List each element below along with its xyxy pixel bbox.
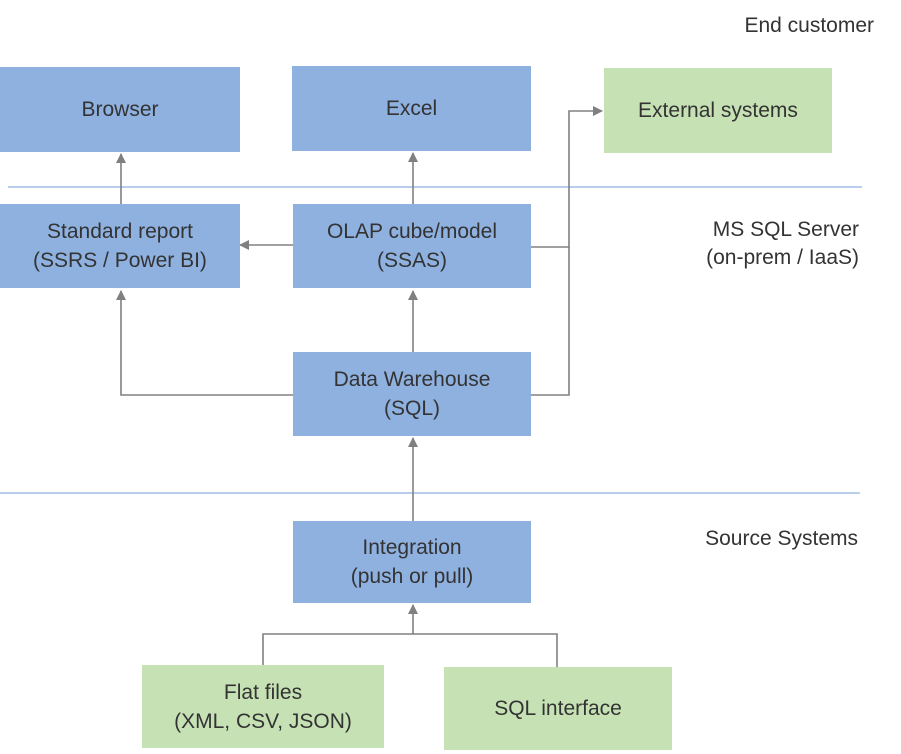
node-integration-line1: Integration <box>362 536 462 559</box>
node-excel: Excel <box>292 66 531 151</box>
label-end-customer: End customer <box>744 14 874 37</box>
node-integration: Integration (push or pull) <box>293 521 531 603</box>
node-external-systems-label: External systems <box>638 99 798 122</box>
label-ms-sql-server: MS SQL Server (on-prem / IaaS) <box>706 216 859 272</box>
node-browser: Browser <box>0 67 240 152</box>
line-sqlinterface-to-junction <box>413 633 558 667</box>
label-ms-sql-server-line1: MS SQL Server <box>712 218 859 241</box>
arrow-dw-to-report <box>116 290 293 396</box>
arrow-olap-to-external <box>531 106 603 248</box>
node-flat-files-line1: Flat files <box>223 680 303 704</box>
node-data-warehouse-line2: (SQL) <box>383 397 440 420</box>
node-flat-files-line2: (XML, CSV, JSON) <box>174 709 352 733</box>
node-standard-report-line2: (SSRS / Power BI) <box>33 249 207 272</box>
node-data-warehouse: Data Warehouse (SQL) <box>293 352 531 436</box>
line-dw-to-external <box>531 247 570 396</box>
node-browser-label: Browser <box>81 98 159 121</box>
node-standard-report: Standard report (SSRS / Power BI) <box>0 204 240 288</box>
node-sql-interface: SQL interface <box>444 667 672 750</box>
node-olap-cube: OLAP cube/model (SSAS) <box>293 204 531 288</box>
node-flat-files: Flat files (XML, CSV, JSON) <box>142 665 384 748</box>
node-excel-label: Excel <box>385 97 438 120</box>
line-flatfiles-to-junction <box>262 633 413 665</box>
node-data-warehouse-line1: Data Warehouse <box>333 368 491 391</box>
node-olap-cube-line1: OLAP cube/model <box>326 220 498 243</box>
node-olap-cube-line2: (SSAS) <box>376 249 447 272</box>
node-sql-interface-label: SQL interface <box>494 697 622 720</box>
node-standard-report-line1: Standard report <box>47 220 193 243</box>
label-source-systems: Source Systems <box>705 527 858 550</box>
node-integration-line2: (push or pull) <box>350 565 474 588</box>
node-external-systems: External systems <box>604 68 832 153</box>
label-ms-sql-server-line2: (on-prem / IaaS) <box>706 246 859 269</box>
